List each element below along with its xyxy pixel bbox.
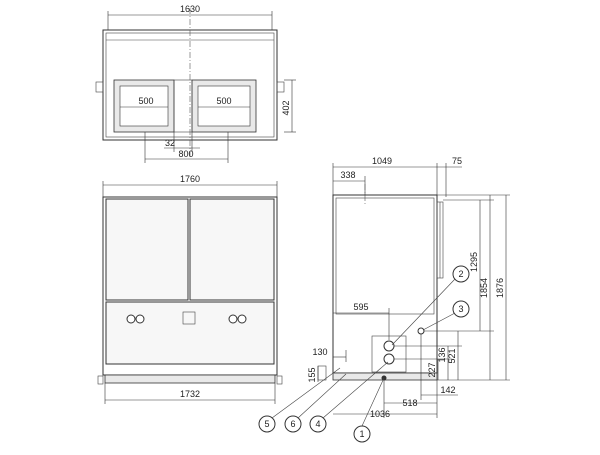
dim-800: 800 <box>178 149 193 159</box>
dim-142: 142 <box>440 385 455 395</box>
callout-3 <box>452 300 470 318</box>
callout-1 <box>353 425 371 443</box>
control-box-icon <box>182 311 196 325</box>
front-lower-panel <box>105 301 275 365</box>
dim-1295: 1295 <box>469 252 479 272</box>
dim-500-right: 500 <box>216 96 231 106</box>
top-right-bracket <box>276 81 285 93</box>
callout-2-label: 2 <box>458 269 463 279</box>
top-center-divider <box>173 79 193 133</box>
dim-521: 521 <box>447 348 457 363</box>
lifting-hole-icon <box>228 314 238 324</box>
dim-402: 402 <box>281 100 291 115</box>
callouts: 1 2 3 4 5 6 <box>258 265 470 443</box>
side-view: 1049 75 338 595 130 155 <box>307 156 510 419</box>
front-base-frame <box>104 374 276 384</box>
dim-1630: 1630 <box>180 4 200 14</box>
base-foot-right <box>276 375 283 385</box>
callout-leader <box>297 373 347 419</box>
pipe-connection-icon <box>383 353 395 365</box>
top-right-opening <box>197 85 251 127</box>
dim-136: 136 <box>437 347 447 362</box>
dim-595: 595 <box>353 302 368 312</box>
dim-32: 32 <box>165 138 175 148</box>
drain-connection-icon <box>417 327 425 335</box>
dim-338: 338 <box>340 170 355 180</box>
lifting-hole-icon <box>135 314 145 324</box>
callout-6-label: 6 <box>290 419 295 429</box>
callout-2 <box>452 265 470 283</box>
top-view: 1630 500 500 402 32 800 <box>95 4 296 163</box>
dim-500-left: 500 <box>138 96 153 106</box>
callout-leader <box>361 377 385 427</box>
dim-1760: 1760 <box>180 174 200 184</box>
dim-227: 227 <box>427 362 437 377</box>
callout-4-label: 4 <box>315 419 320 429</box>
callout-leader <box>322 361 389 419</box>
lifting-hole-icon <box>126 314 136 324</box>
callout-5-label: 5 <box>264 419 269 429</box>
dim-1732: 1732 <box>180 389 200 399</box>
callout-leader <box>391 278 456 346</box>
top-left-opening <box>119 85 169 127</box>
callout-5 <box>258 415 276 433</box>
dim-75: 75 <box>452 156 462 166</box>
callout-leader <box>422 312 456 331</box>
top-left-bracket <box>95 81 104 93</box>
dim-1854: 1854 <box>479 278 489 298</box>
dim-518: 518 <box>402 398 417 408</box>
front-view: 1760 1732 <box>97 174 283 404</box>
pipe-connection-icon <box>383 340 395 352</box>
callout-3-label: 3 <box>458 304 463 314</box>
callout-6 <box>284 415 302 433</box>
lifting-hole-icon <box>237 314 247 324</box>
dim-155: 155 <box>307 367 317 382</box>
front-right-panel <box>189 198 275 301</box>
dim-1036: 1036 <box>370 409 390 419</box>
base-foot-left <box>97 375 104 385</box>
callout-leader <box>271 367 341 419</box>
side-base-bracket <box>317 365 327 381</box>
dim-130: 130 <box>312 347 327 357</box>
dim-1876: 1876 <box>495 278 505 298</box>
callout-4 <box>309 415 327 433</box>
side-view-upper-panel <box>335 197 435 315</box>
front-left-panel <box>105 198 189 301</box>
callout-1-label: 1 <box>359 429 364 439</box>
dim-1049: 1049 <box>372 156 392 166</box>
